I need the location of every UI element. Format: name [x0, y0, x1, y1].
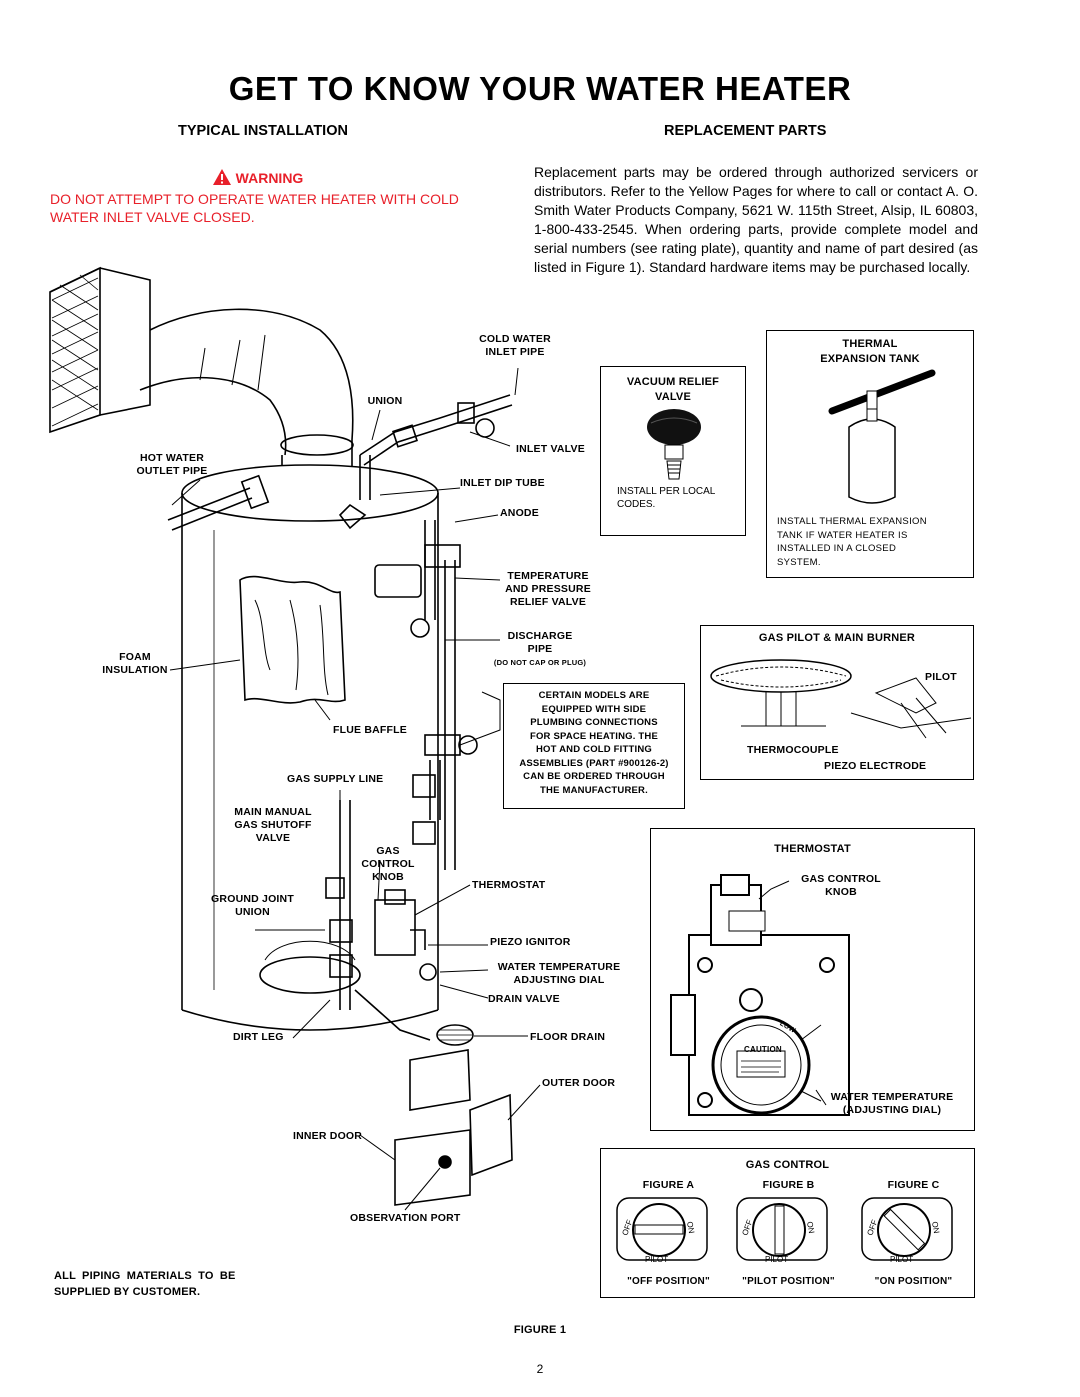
- label-water-temperature-dial: WATER TEMPERATURE(ADJUSTING DIAL): [830, 1091, 954, 1116]
- svg-text:PILOT: PILOT: [765, 1255, 788, 1264]
- label-dirt-leg: DIRT LEG: [233, 1031, 284, 1043]
- label-piezo-electrode: PIEZO ELECTRODE: [824, 760, 927, 772]
- discharge-pipe: [444, 560, 456, 870]
- label-floor-drain: FLOOR DRAIN: [530, 1031, 606, 1043]
- warning-label: WARNING: [235, 170, 304, 186]
- page-number: 2: [536, 1362, 544, 1376]
- warning-heading: WARNING: [0, 168, 515, 189]
- side-plumbing-note: CERTAIN MODELS ARE EQUIPPED WITH SIDE PL…: [503, 683, 685, 809]
- label-anode: ANODE: [500, 507, 539, 519]
- label-outer-door: OUTER DOOR: [542, 1077, 616, 1089]
- replacement-parts-text: Replacement parts may be ordered through…: [534, 164, 978, 275]
- replacement-parts-heading: REPLACEMENT PARTS: [664, 123, 827, 139]
- pilot-box-title: GAS PILOT & MAIN BURNER: [758, 632, 916, 644]
- svg-text:ON: ON: [685, 1221, 696, 1235]
- label-inlet-valve: INLET VALVE: [516, 443, 585, 455]
- figure-caption: FIGURE 1: [513, 1324, 567, 1336]
- page-title: GET TO KNOW YOUR WATER HEATER: [228, 70, 852, 107]
- label-inner-door: INNER DOOR: [293, 1130, 363, 1142]
- gas-supply-line: [339, 800, 351, 1010]
- label-drain-valve: DRAIN VALVE: [488, 993, 560, 1005]
- cold-inlet-pipe: [359, 394, 513, 466]
- label-inlet-dip-tube: INLET DIP TUBE: [460, 477, 545, 489]
- label-union: UNION: [367, 395, 403, 407]
- tank: [181, 464, 439, 1031]
- gas-control-valve: [374, 899, 416, 956]
- figure-c-position: "ON POSITION": [874, 1276, 953, 1287]
- label-pilot: PILOT: [925, 671, 957, 683]
- warning-text: DO NOT ATTEMPT TO OPERATE WATER HEATER W…: [50, 191, 459, 225]
- piping-note: ALL PIPING MATERIALS TO BE SUPPLIED BY C…: [54, 1270, 236, 1298]
- label-gas-supply-line: GAS SUPPLY LINE: [287, 773, 384, 785]
- floor-drain-grate: [436, 1024, 474, 1046]
- figure-a-label: FIGURE A: [642, 1179, 695, 1191]
- svg-text:PILOT: PILOT: [645, 1255, 668, 1264]
- burner-assembly-icon: [710, 659, 972, 739]
- hot-outlet-pipe: [167, 487, 253, 531]
- inner-door: [394, 1129, 471, 1206]
- label-flue-baffle: FLUE BAFFLE: [333, 724, 407, 736]
- figure-b-label: FIGURE B: [762, 1179, 815, 1191]
- gas-pilot-main-burner-box: GAS PILOT & MAIN BURNER PILOT THERMOCOUP…: [700, 625, 974, 780]
- label-thermocouple: THERMOCOUPLE: [747, 744, 839, 756]
- figure-a-position: "OFF POSITION": [627, 1276, 710, 1287]
- label-thermostat: THERMOSTAT: [472, 879, 546, 891]
- svg-text:ON: ON: [805, 1221, 816, 1235]
- vacuum-relief-valve-icon: [647, 409, 701, 480]
- caution-label: CAUTION: [744, 1045, 782, 1054]
- thermostat-title: THERMOSTAT: [774, 843, 851, 855]
- svg-text:PILOT: PILOT: [890, 1255, 913, 1264]
- tp-valve: [424, 520, 436, 620]
- label-piezo-ignitor: PIEZO IGNITOR: [490, 936, 571, 948]
- foam-cutaway: [239, 575, 346, 704]
- outer-door: [409, 1049, 471, 1111]
- figure-c-label: FIGURE C: [887, 1179, 940, 1191]
- thermostat-icon: [670, 874, 850, 1116]
- expansion-tank-icon: [828, 369, 936, 504]
- gas-control-title: GAS CONTROL: [745, 1159, 830, 1171]
- svg-text:ON: ON: [930, 1221, 941, 1235]
- figure-b-position: "PILOT POSITION": [742, 1276, 835, 1287]
- burner: [259, 956, 361, 994]
- vent-hood: [49, 266, 151, 434]
- warning-icon: [212, 168, 232, 189]
- label-observation-port: OBSERVATION PORT: [350, 1212, 461, 1224]
- typical-installation-heading: TYPICAL INSTALLATION: [178, 123, 348, 139]
